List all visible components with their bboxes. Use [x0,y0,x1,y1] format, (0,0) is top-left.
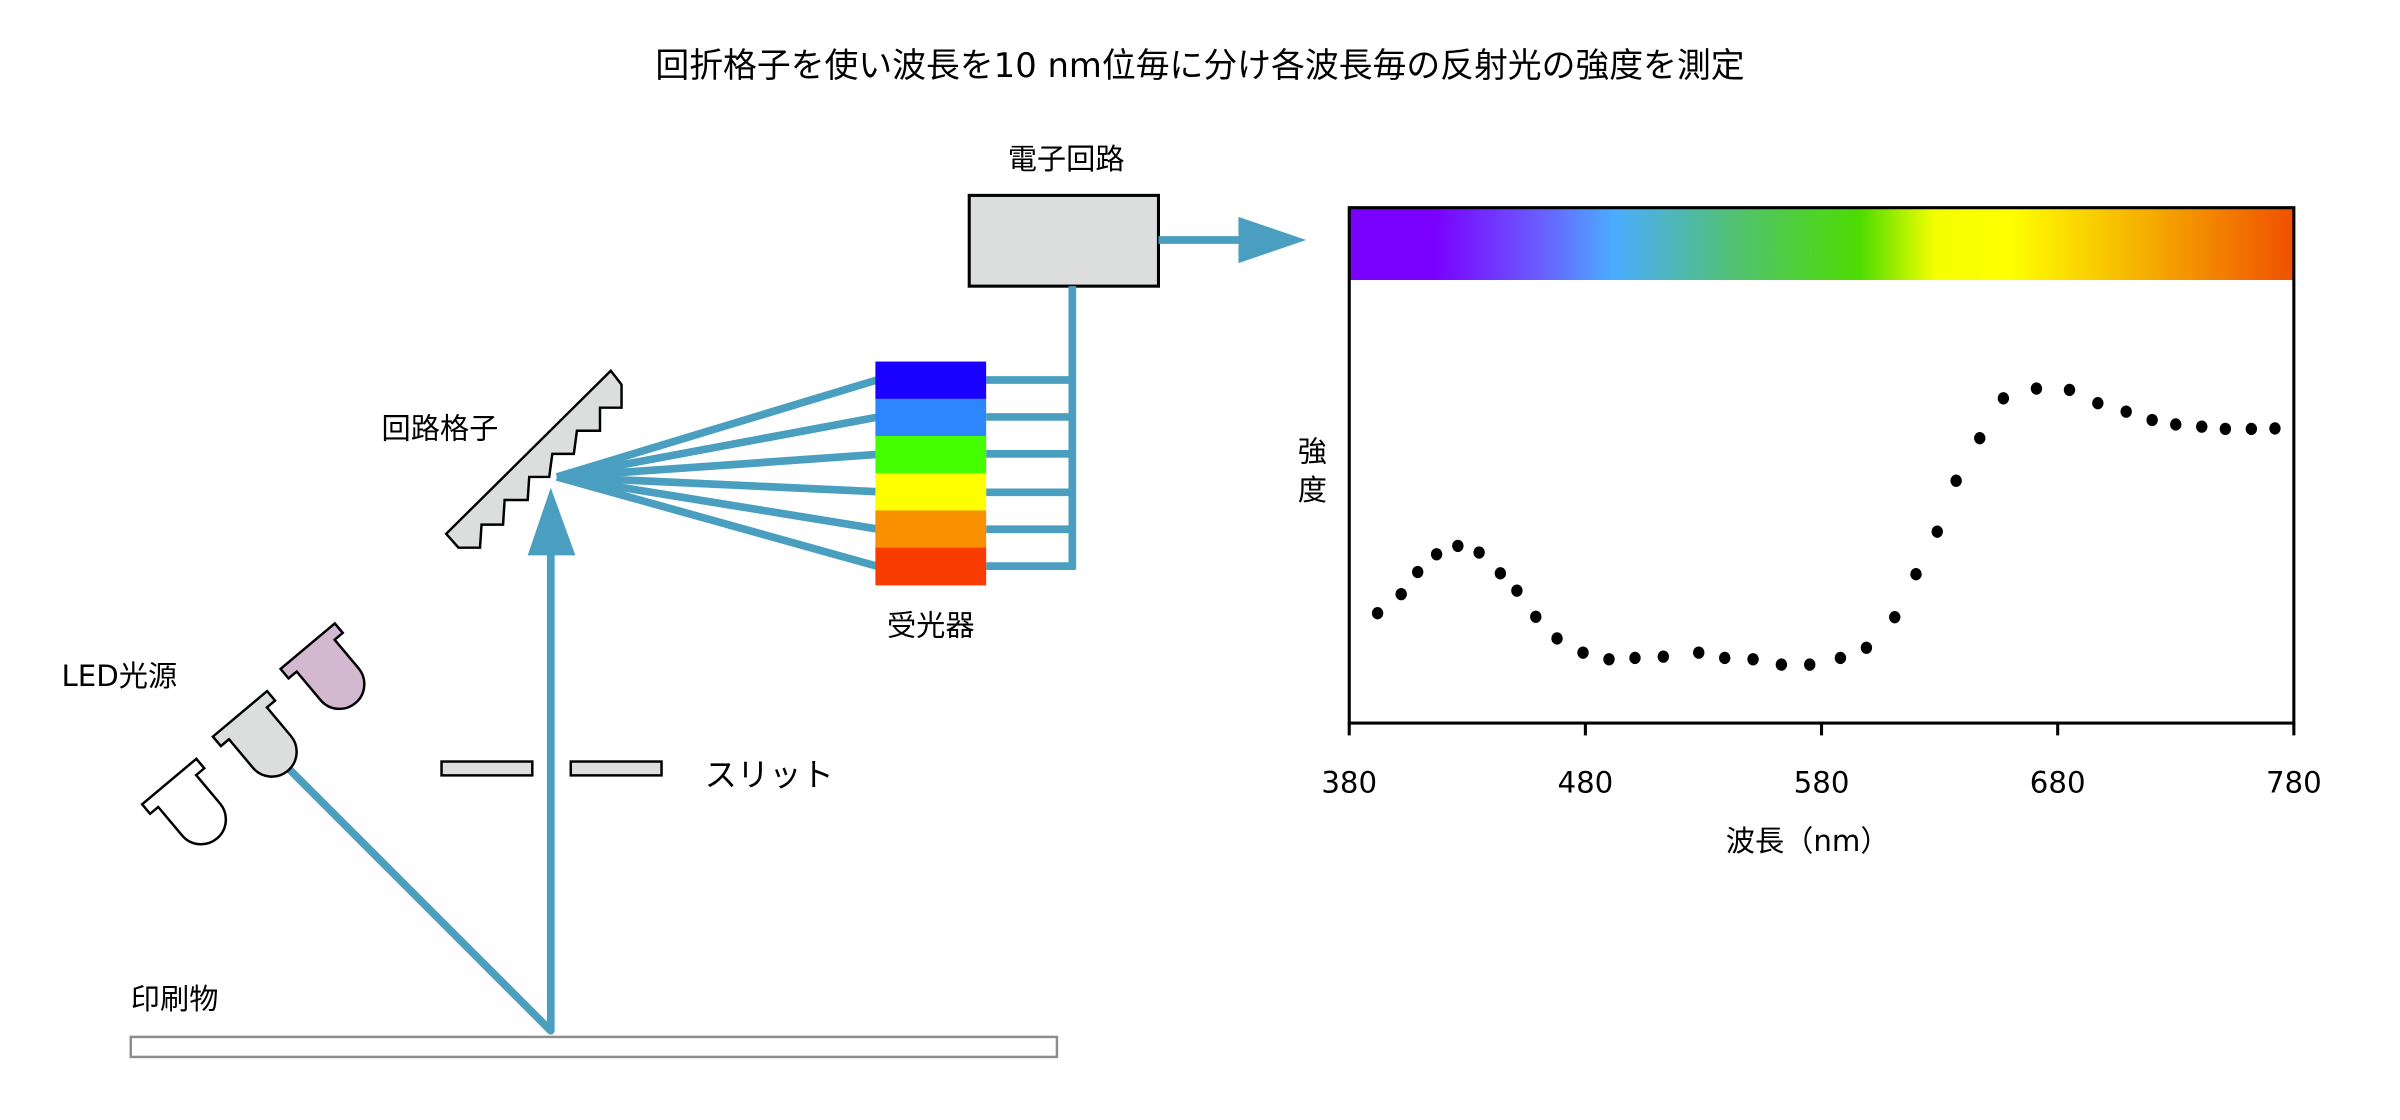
spectrum-chart: 380 480 580 680 780 強 度 波長（nm） [1298,206,2322,858]
data-point [2063,383,2076,397]
led-label: LED光源 [62,659,178,693]
slit-plate-right [569,760,663,777]
diffracted-rays [555,376,879,570]
data-point [1719,651,1731,665]
data-point [2030,382,2043,395]
detector-band-4 [875,473,987,511]
data-point [2120,405,2132,418]
diffraction-grating [444,368,623,549]
x-axis-label: 波長（nm） [1726,824,1890,858]
incident-beam [277,757,555,1035]
output-arrow-head [1238,216,1307,264]
data-point [1775,658,1788,671]
data-point [2245,422,2258,436]
data-point [1693,646,1705,659]
data-point [1452,539,1464,552]
data-point [1473,546,1485,559]
data-point [2146,413,2158,427]
x-tick-label: 780 [2266,765,2322,799]
diffracted-ray-5 [556,473,878,533]
data-point [1974,432,1986,445]
y-axis-label-1: 強 [1298,435,1327,469]
beam-arrow-head [527,487,576,556]
data-point [1530,610,1542,623]
detector-band-2 [875,398,987,437]
detector-array [875,361,987,586]
data-point [1629,651,1641,665]
data-point [1931,525,1943,538]
x-tick-label: 680 [2030,765,2086,799]
circuit-label: 電子回路 [1008,142,1125,176]
y-axis-label-2: 度 [1298,473,1327,507]
data-point [1834,651,1847,665]
data-point [1950,474,1962,487]
diffracted-ray-1 [555,376,879,481]
data-point [2219,422,2232,436]
detector-label: 受光器 [887,608,975,642]
circuit-box [967,193,1160,288]
page-title: 回折格子を使い波長を10 nm位毎に分け各波長毎の反射光の強度を測定 [655,46,1744,85]
slit-plate-left [440,760,534,777]
chart-frame [1347,206,2296,725]
data-point [1889,611,1901,624]
data-point [1395,587,1407,601]
led-pink [278,621,366,711]
data-point [1997,392,2010,405]
data-point [1371,607,1384,620]
data-point [1412,565,1424,579]
diffracted-ray-3 [556,450,878,481]
detector-wiring [986,286,1077,570]
x-tick-label: 380 [1321,765,1377,799]
diffracted-ray-6 [555,473,878,570]
data-point [2269,422,2281,435]
detector-band-1 [875,361,987,400]
data-point [1551,632,1563,645]
data-point [1494,567,1507,580]
detector-band-3 [875,436,987,474]
x-tick-label: 480 [1557,765,1613,799]
detector-band-5 [875,510,987,549]
slit-label: スリット [705,756,834,794]
data-points [1371,382,2281,671]
x-tick-label: 580 [1794,765,1850,799]
diffracted-ray-2 [556,413,878,481]
data-point [1657,650,1670,663]
data-point [2092,397,2104,410]
data-point [1430,548,1443,561]
x-axis-ticks: 380 480 580 680 780 [1321,723,2322,799]
led-white [140,757,228,846]
data-point [1860,641,1873,654]
data-point [1511,584,1523,597]
data-point [2196,420,2208,433]
diffracted-ray-4 [556,473,878,496]
spectrum-colorbar [1349,207,2294,280]
data-point [1577,646,1589,659]
led-gray [211,689,298,778]
data-point [1804,658,1816,671]
print-label: 印刷物 [131,982,219,1016]
grating-label: 回路格子 [382,411,499,445]
printed-matter [129,1035,1059,1059]
data-point [1747,653,1759,666]
data-point [1603,653,1615,666]
detector-band-6 [875,547,987,586]
data-point [2170,418,2182,431]
data-point [1910,568,1922,581]
